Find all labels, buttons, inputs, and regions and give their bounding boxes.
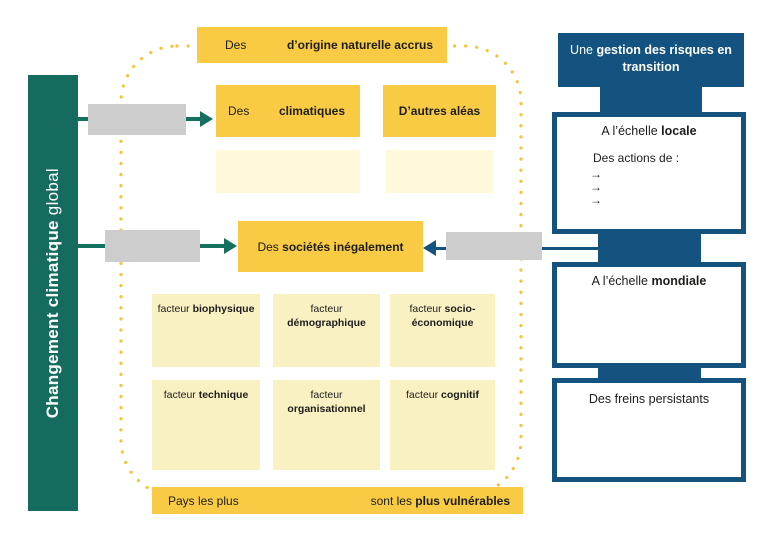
box-most-vulnerable-countries: Pays les plus sont les plus vulnérables — [152, 487, 523, 514]
header-regular: Une — [570, 43, 593, 57]
box-other-hazards: D’autres aléas — [383, 85, 496, 137]
right-arrow-icon: → — [590, 179, 602, 194]
factor-label-bold: biophysique — [192, 303, 255, 315]
box-unequal-societies: Des sociétés inégalement — [238, 221, 423, 272]
factor-box-organisational: facteur organisationnel — [273, 380, 380, 470]
factor-box-technical: facteur technique — [152, 380, 260, 470]
empty-note-box — [216, 150, 360, 193]
box-global-scale-title: A l’échelle mondiale — [591, 274, 707, 288]
factor-label-regular: facteur — [157, 303, 190, 315]
box-natural-hazards-bold: d’origine naturelle accrus — [286, 38, 433, 52]
factor-label-regular: facteur — [310, 389, 343, 401]
factor-label-regular: facteur — [310, 303, 343, 315]
left-bar-global-climate-change: Changement climatique global — [28, 75, 78, 511]
factor-box-socioeconomic: facteur socio-économique — [390, 294, 495, 367]
right-arrow-icon: → — [590, 167, 602, 181]
factor-label-line2: démographique — [287, 317, 366, 330]
arrowhead-right-hazards — [200, 111, 213, 127]
box-climate-hazards-bold: climatiques — [278, 104, 345, 118]
box-climate-hazards: Des climatiques — [216, 85, 360, 137]
factor-label-bold: technique — [198, 389, 249, 401]
connector-tab — [600, 84, 702, 117]
bottom-bar-right: sont les plus vulnérables — [370, 493, 510, 508]
header-risk-management: Une gestion des risques en transition — [558, 33, 744, 87]
box-persistent-brakes: Des freins persistants — [552, 378, 746, 482]
factor-box-cognitive: facteur cognitif — [390, 380, 495, 470]
box-natural-hazards-regular: Des — [225, 38, 247, 52]
factor-label-line2: économique — [411, 317, 474, 330]
left-bar-label: Changement climatique global — [43, 168, 63, 418]
action-arrow-list: → → → — [590, 168, 741, 207]
right-arrow-icon: → — [590, 192, 602, 207]
factor-label-bold: socio- — [444, 303, 476, 315]
factor-label-regular: facteur — [409, 303, 442, 315]
connector-tab — [598, 230, 701, 267]
blank-placeholder — [105, 230, 200, 262]
box-unequal-societies-regular: Des — [257, 239, 279, 254]
box-natural-hazards-increase: Des d’origine naturelle accrus — [197, 27, 447, 63]
factor-label-line2: organisationnel — [287, 403, 366, 416]
left-bar-label-regular: global — [43, 167, 62, 216]
box-local-scale-actions-label: Des actions de : — [593, 151, 680, 165]
factor-box-demographic: facteur démographique — [273, 294, 380, 367]
box-unequal-societies-bold: sociétés inégalement — [282, 239, 404, 254]
factor-label-regular: facteur — [163, 389, 196, 401]
header-bold: gestion des risques en transition — [596, 43, 732, 74]
box-climate-hazards-regular: Des — [228, 104, 250, 118]
blank-placeholder — [88, 104, 186, 135]
arrowhead-left-management — [423, 240, 436, 256]
factor-label-bold: cognitif — [441, 389, 479, 401]
blank-placeholder — [446, 232, 542, 260]
factor-box-biophysical: facteur biophysique — [152, 294, 260, 367]
box-global-scale: A l’échelle mondiale — [552, 262, 746, 368]
box-other-hazards-bold: D’autres aléas — [398, 104, 481, 118]
box-persistent-brakes-title: Des freins persistants — [588, 392, 710, 406]
bottom-bar-left-regular: Pays les plus — [168, 493, 239, 508]
box-local-scale: A l’échelle locale Des actions de : → → … — [552, 112, 746, 234]
left-bar-label-bold: Changement climatique — [43, 220, 62, 419]
arrowhead-right-societies — [224, 238, 237, 254]
factor-label-regular: facteur — [406, 389, 439, 401]
empty-note-box — [386, 150, 493, 193]
box-local-scale-title: A l’échelle locale — [601, 124, 697, 138]
